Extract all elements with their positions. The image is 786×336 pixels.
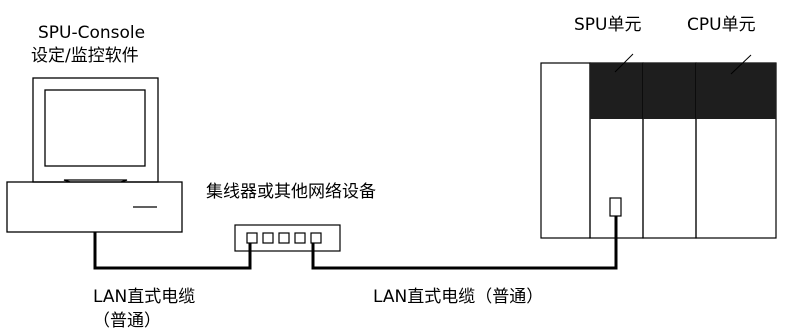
cpu-pointer	[730, 54, 752, 75]
monitor-stand	[63, 179, 128, 183]
hub-port-1	[246, 232, 258, 244]
software-name-label: SPU-Console	[38, 23, 146, 43]
lan-cable-right	[311, 216, 618, 270]
hub-device	[234, 224, 341, 252]
cable-left-label-line1: LAN直式电缆	[93, 287, 196, 307]
plc-rack	[540, 53, 777, 239]
software-desc-label: 设定/监控软件	[31, 46, 139, 66]
power-supply-unit	[540, 62, 591, 239]
cpu-unit-panel	[696, 63, 776, 119]
hub-port-2	[262, 232, 274, 244]
spu-unit-label: SPU单元	[574, 15, 642, 35]
hub-label: 集线器或其他网络设备	[206, 182, 376, 202]
hub-port-3	[278, 232, 290, 244]
cpu-unit-label: CPU单元	[687, 15, 756, 35]
spu-unit-panel	[590, 63, 643, 119]
cable-left-label-line2: （普通）	[93, 311, 161, 331]
monitor-screen	[44, 89, 146, 167]
hub-port-4	[294, 232, 306, 244]
cable-right-label: LAN直式电缆（普通）	[373, 287, 544, 307]
personal-computer	[6, 77, 183, 233]
middle-unit-panel	[643, 63, 696, 119]
hub-body	[234, 224, 341, 252]
spu-pointer	[614, 53, 634, 73]
spu-ethernet-port	[609, 197, 622, 217]
hub-port-5	[310, 232, 322, 244]
lan-cable-left	[93, 232, 252, 270]
